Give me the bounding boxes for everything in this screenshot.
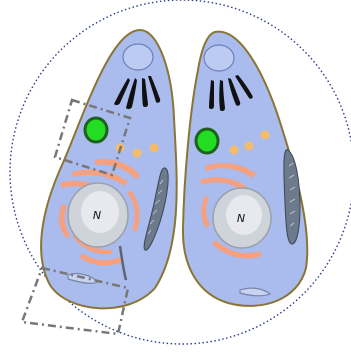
right-conoid-vacuole — [204, 45, 234, 71]
dense-granule — [133, 149, 142, 158]
left-nucleus: N — [68, 183, 128, 247]
left-parasite: N — [41, 30, 177, 308]
dense-granule — [230, 146, 239, 155]
left-cell-body — [41, 30, 177, 308]
nucleus-label: N — [237, 212, 245, 225]
left-apicoplast — [85, 118, 107, 142]
dense-granule — [261, 131, 270, 140]
dense-granule — [150, 144, 159, 153]
dense-granule — [245, 142, 254, 151]
nucleus-label: N — [93, 209, 101, 222]
right-nucleus: N — [213, 188, 271, 248]
right-apicoplast — [196, 129, 218, 153]
right-mitochondrion — [284, 150, 300, 244]
left-conoid-vacuole — [123, 44, 153, 70]
right-parasite: N — [183, 32, 307, 306]
